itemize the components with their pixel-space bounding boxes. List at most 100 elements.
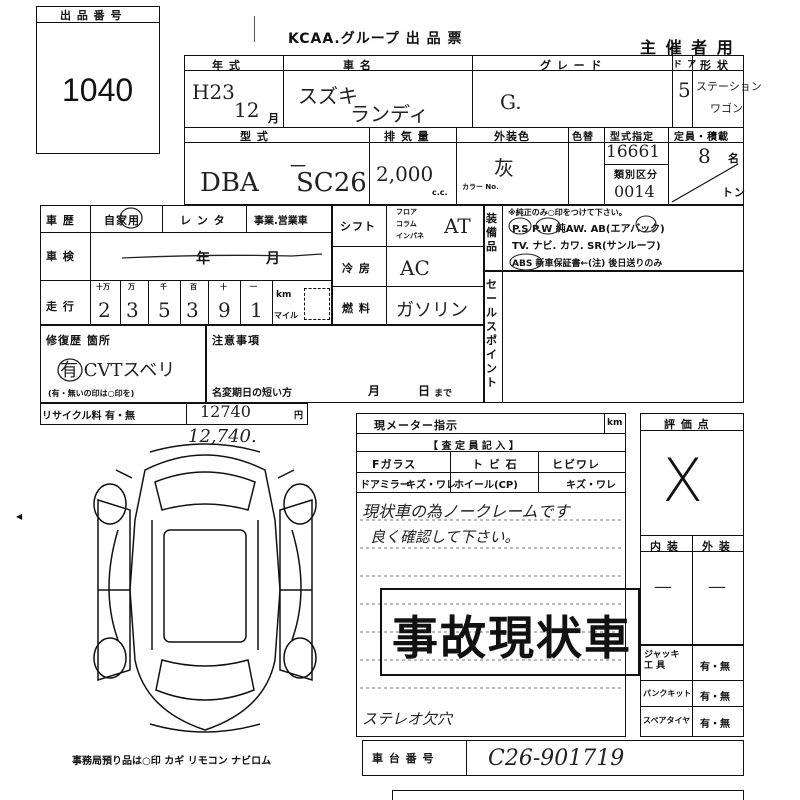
mile-box: [304, 288, 330, 320]
category-value: 0014: [614, 182, 655, 201]
lot-number: 1040: [62, 72, 134, 108]
shape-label: 形 状: [700, 59, 729, 72]
fuel-label: 燃 料: [342, 302, 371, 315]
grade-value: G.: [500, 90, 522, 114]
office-note: 事務局預り品は○印 カギ リモコン ナビロム: [72, 756, 272, 767]
model-designation-value: 16661: [606, 142, 661, 162]
rental-label: レ ン タ: [180, 214, 226, 227]
displacement-label: 排 気 量: [384, 130, 430, 143]
mileage-digit: 3: [126, 298, 139, 322]
repair-label: 修復歴 箇所: [46, 334, 111, 347]
name-change-label: 名変期日の短い方: [212, 388, 292, 399]
group-title: KCAA.グループ 出 品 票: [288, 31, 463, 47]
recycle-box: [40, 403, 308, 425]
mileage-digit: 1: [250, 298, 263, 322]
recycle-yen: 円: [294, 411, 304, 421]
digit-1k: 千: [160, 283, 168, 291]
repair-note: (有・無いの印は○印を): [48, 389, 135, 398]
car-diagram: [93, 443, 317, 733]
mirror-label: ドアミラー: [360, 480, 410, 491]
spare-yes-no: 有・無: [700, 719, 730, 730]
inspector-header: 【 査 定 員 記 入 】: [428, 441, 519, 452]
mileage-digit: 3: [186, 298, 199, 322]
mileage-label: 走 行: [46, 300, 75, 313]
car-name: ランディ: [350, 102, 429, 126]
recycle-label: リサイクル料 有・無: [42, 411, 135, 422]
name-change-deadline: まで: [434, 389, 453, 399]
chip-label: ト ビ 石: [472, 458, 518, 471]
model-dash: －: [288, 154, 308, 178]
equipment-note: ※純正のみ○印をつけて下さい。: [508, 208, 627, 217]
equipment-line-1: P.S P.W 純AW. AB(エアバック): [512, 224, 665, 235]
history-table: [40, 205, 332, 325]
mileage-digit: 2: [98, 298, 111, 322]
equipment-line-2: TV. ナビ. カワ. SR(サンルーフ): [512, 241, 661, 252]
inspector-box: [356, 413, 626, 737]
business-label: 事業.営業車: [254, 216, 308, 227]
name-change-month: 月: [368, 384, 382, 398]
model-designation-label: 型式指定: [610, 132, 654, 143]
bottom-table-edge: [392, 790, 744, 800]
stereo-note: ステレオ欠穴: [362, 710, 453, 728]
digit-100: 百: [190, 283, 198, 291]
mileage-digit: 5: [158, 298, 171, 322]
capacity-unit: 名: [728, 152, 740, 165]
puncture-label: パンクキット: [643, 689, 692, 698]
chassis-box: [362, 740, 744, 776]
digit-10: 十: [220, 283, 228, 291]
capacity-value: 8: [698, 144, 711, 168]
door-label: ド ア: [673, 60, 698, 70]
wheel-label: ホイール(CP): [454, 480, 518, 491]
month-value: 12: [234, 98, 260, 122]
year-value: H23: [192, 80, 235, 104]
lot-number-label: 出 品 番 号: [60, 9, 123, 22]
color-swap-label: 色替: [572, 132, 594, 143]
vehicle-info-table: [184, 55, 744, 205]
category-label: 類別区分: [614, 170, 658, 181]
shape-value-1: ステーション: [696, 80, 762, 93]
history-label: 車 歴: [46, 214, 75, 227]
shift-panel: インパネ: [396, 232, 424, 240]
equipment-table: [484, 205, 744, 271]
inspector-comment-2: 良く確認して下さい。: [370, 528, 520, 546]
organizer-label: 主 催 者 用: [640, 38, 735, 57]
fuel-value: ガソリン: [396, 300, 468, 321]
digit-100k: 十万: [96, 283, 110, 291]
sales-point-box: [484, 271, 744, 403]
aircon-label: 冷 房: [342, 262, 371, 275]
grade-label: グ レ ー ド: [540, 59, 603, 72]
corner-mark: [254, 16, 256, 42]
wheel-cond: キズ・ワレ: [566, 480, 616, 491]
private-use-circle: [119, 207, 143, 229]
repair-yes-circle: [57, 358, 83, 382]
marker-icon: ◀: [16, 512, 23, 521]
exterior-label: 外 装: [702, 540, 731, 553]
month-unit: 月: [268, 112, 280, 125]
door-value: 5: [678, 78, 691, 102]
inspector-comment-1: 現状車の為ノークレームです: [362, 502, 570, 521]
ton-unit: トン: [722, 186, 746, 199]
sales-point-label: セールスポイント: [486, 278, 498, 389]
digit-1: 一: [250, 283, 258, 291]
puncture-yes-no: 有・無: [700, 692, 730, 703]
shift-column: コラム: [396, 220, 417, 228]
shift-floor: フロア: [396, 208, 417, 216]
name-change-day: 日: [418, 384, 432, 398]
shift-label: シフト: [340, 220, 376, 233]
notes-box: [206, 325, 484, 403]
grade-label: 評 価 点: [664, 418, 710, 431]
interior-value: —: [654, 576, 672, 597]
drivetrain-table: [332, 205, 484, 325]
history-options: 自家用: [104, 214, 140, 227]
jack-label: ジャッキ 工 具: [644, 650, 680, 671]
cc-unit: c.c.: [432, 188, 448, 197]
model-prefix: DBA: [200, 168, 259, 198]
meter-unit: km: [607, 418, 623, 428]
notes-label: 注意事項: [212, 334, 260, 347]
color-value: 灰: [494, 156, 514, 180]
grade-mark: X: [662, 446, 704, 516]
chassis-value: C26-901719: [488, 746, 625, 771]
mile-unit: マイル: [274, 311, 298, 320]
lot-number-box: [36, 6, 160, 154]
shift-value: AT: [444, 214, 471, 238]
